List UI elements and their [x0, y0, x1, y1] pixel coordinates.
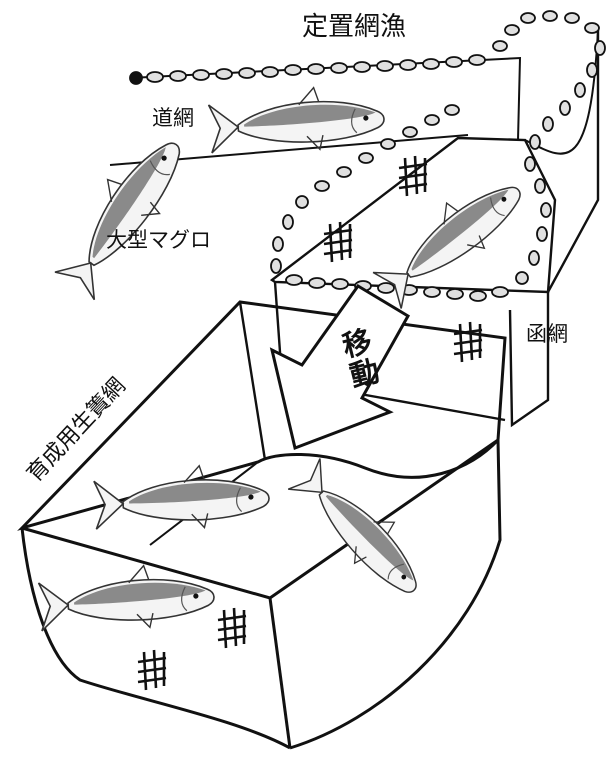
pen-net — [17, 300, 507, 750]
label-large-tuna: 大型マグロ — [106, 228, 211, 252]
label-michi-ami: 道網 — [152, 106, 194, 130]
tuna-icon — [45, 123, 199, 303]
move-arrow-icon — [269, 283, 411, 451]
net-mesh-icon — [136, 648, 168, 692]
label-hako-ami: 函網 — [526, 322, 568, 346]
net-mesh-icon — [216, 606, 248, 650]
net-mesh-icon — [452, 320, 484, 364]
tuna-icon — [37, 560, 217, 636]
net-mesh-icon — [397, 154, 429, 198]
diagram-title: 定置網漁 — [302, 12, 407, 42]
tuna-icon — [207, 82, 387, 158]
tuna-icon — [284, 451, 439, 608]
net-mesh-icon — [322, 220, 354, 264]
float-chain — [129, 10, 606, 302]
